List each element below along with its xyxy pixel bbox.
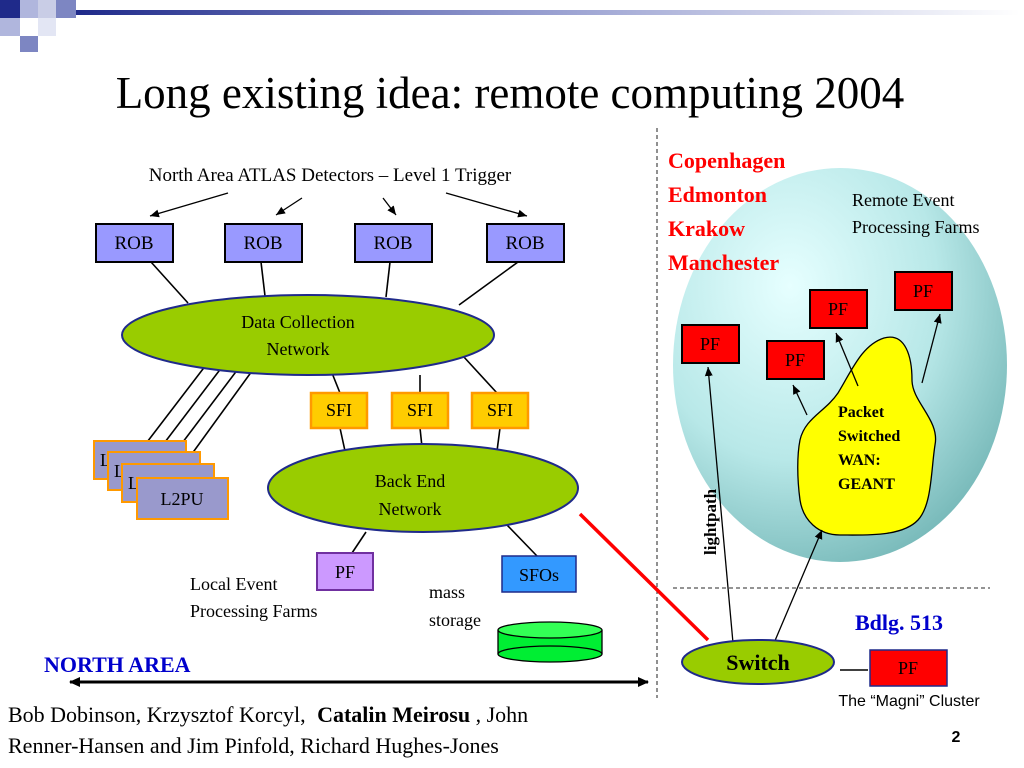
trigger-arrows xyxy=(149,192,528,218)
remote-pf-label: PF xyxy=(828,299,848,319)
remote-pf-node: PF xyxy=(766,340,825,380)
data-collection-network: Data Collection Network xyxy=(121,294,495,376)
sfi-label: SFI xyxy=(326,400,352,420)
mass-storage-label-line2: storage xyxy=(429,610,481,630)
city-label: Manchester xyxy=(668,250,779,275)
rob-label: ROB xyxy=(243,233,282,254)
switch-node: Switch xyxy=(681,639,835,685)
sfi-label: SFI xyxy=(407,400,433,420)
rob-label: ROB xyxy=(373,233,412,254)
mass-storage-label-line1: mass xyxy=(429,582,465,602)
local-farms-label-line1: Local Event xyxy=(190,574,277,594)
l2pu-label: L2PU xyxy=(160,489,203,509)
authors-line-1-start: Bob Dobinson, Krzysztof Korcyl, xyxy=(8,702,306,727)
magni-pf-label: PF xyxy=(898,658,918,678)
remote-pf-node: PF xyxy=(894,271,953,311)
switch-label: Switch xyxy=(726,650,790,675)
mass-storage-cylinder xyxy=(497,621,603,663)
data-collection-label-line1: Data Collection xyxy=(241,312,354,332)
remote-pf-label: PF xyxy=(785,350,805,370)
rob-label: ROB xyxy=(114,233,153,254)
remote-pf-group: PF PF PF PF xyxy=(681,271,953,380)
magni-cluster-label: The “Magni” Cluster xyxy=(838,693,980,710)
sfi-node: SFI xyxy=(470,391,530,430)
rob-label: ROB xyxy=(505,233,544,254)
remote-pf-node: PF xyxy=(681,324,740,364)
authors-line-2: Renner-Hansen and Jim Pinfold, Richard H… xyxy=(8,733,499,758)
wan-geant-blob: Packet Switched WAN: GEANT xyxy=(797,336,937,536)
remote-arrows xyxy=(704,313,942,644)
wan-label-line: WAN: xyxy=(838,452,881,469)
wan-label-line: GEANT xyxy=(838,476,895,493)
back-end-label-line1: Back End xyxy=(375,471,445,491)
north-area-label: NORTH AREA xyxy=(44,652,191,677)
l2pu-label: L xyxy=(100,450,111,470)
sfi-node: SFI xyxy=(390,391,450,430)
rob-node: ROB xyxy=(95,223,174,263)
remote-pf-node: PF xyxy=(809,289,868,329)
remote-pf-label: PF xyxy=(700,334,720,354)
rob-node: ROB xyxy=(224,223,303,263)
l2pu-stack: L L L L2PU xyxy=(93,440,229,520)
page-number: 2 xyxy=(952,729,961,746)
sfi-node: SFI xyxy=(309,391,369,430)
lightpath-label: lightpath xyxy=(701,488,720,555)
local-pf-label: PF xyxy=(335,562,355,582)
wan-label-line: Switched xyxy=(838,428,900,445)
wan-label-line: Packet xyxy=(838,404,885,421)
rob-node: ROB xyxy=(354,223,433,263)
header-decoration xyxy=(0,0,1020,52)
remote-pf-label: PF xyxy=(913,281,933,301)
building-label: Bdlg. 513 xyxy=(855,610,943,635)
back-end-label-line2: Network xyxy=(379,499,442,519)
city-label: Copenhagen xyxy=(668,148,785,173)
sfos-label: SFOs xyxy=(519,565,559,585)
sfi-label: SFI xyxy=(487,400,513,420)
data-collection-label-line2: Network xyxy=(267,339,330,359)
local-farms-label-line2: Processing Farms xyxy=(190,601,318,621)
authors-line-1-end: , John xyxy=(476,702,529,727)
remote-farms-label-line1: Remote Event xyxy=(852,190,954,210)
rob-node: ROB xyxy=(486,223,565,263)
sfi-group: SFI SFI SFI xyxy=(309,391,530,430)
back-end-network: Back End Network xyxy=(267,443,579,533)
remote-cities: Copenhagen Edmonton Krakow Manchester xyxy=(668,148,785,275)
red-link xyxy=(578,512,710,642)
authors-highlight: Catalin Meirosu xyxy=(317,702,470,727)
l2pu-label: L xyxy=(128,473,139,493)
local-pf-node: PF xyxy=(316,552,374,591)
detectors-label: North Area ATLAS Detectors – Level 1 Tri… xyxy=(149,165,512,186)
city-label: Edmonton xyxy=(668,182,767,207)
remote-farms-label-line2: Processing Farms xyxy=(852,217,980,237)
authors-line-1: Bob Dobinson, Krzysztof Korcyl, Catalin … xyxy=(8,702,528,727)
sfos-node: SFOs xyxy=(501,555,577,593)
magni-pf-node: PF xyxy=(869,649,948,687)
rob-group: ROB ROB ROB ROB xyxy=(95,223,565,263)
l2pu-node: L2PU xyxy=(136,477,229,520)
slide-title: Long existing idea: remote computing 200… xyxy=(116,68,905,118)
l2pu-label: L xyxy=(114,461,125,481)
city-label: Krakow xyxy=(668,216,745,241)
